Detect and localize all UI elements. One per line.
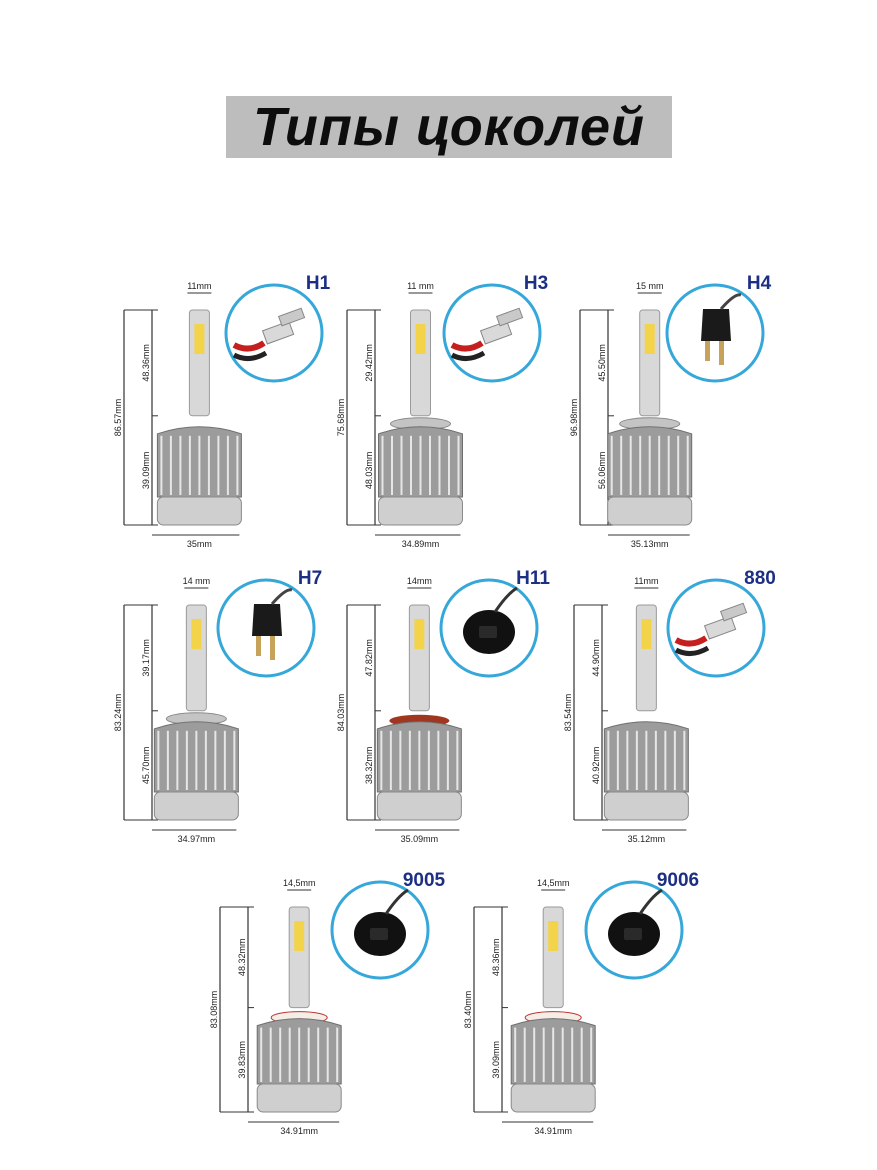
- upper-height-label: 47.82mm: [364, 639, 374, 677]
- upper-height-label: 29.42mm: [364, 344, 374, 382]
- total-height-label: 83.54mm: [563, 694, 573, 732]
- base-width-label: 34.91mm: [534, 1126, 572, 1136]
- lower-height-label: 48.03mm: [364, 452, 374, 490]
- h3-connector-icon: [450, 307, 524, 361]
- h7-plug-icon: [252, 588, 293, 660]
- base-width-label: 35.12mm: [628, 834, 666, 844]
- total-height-label: 83.40mm: [463, 991, 473, 1029]
- neck-width-label: 11mm: [634, 576, 658, 586]
- lower-height-label: 39.09mm: [141, 452, 151, 490]
- total-height-label: 96.98mm: [569, 399, 579, 437]
- upper-height-label: 44.90mm: [591, 639, 601, 677]
- bulb-type-label: H1: [306, 273, 331, 294]
- bulb-type-label: 9006: [657, 870, 699, 891]
- lower-height-label: 45.70mm: [141, 747, 151, 785]
- title-banner: Типы цоколей: [226, 96, 672, 158]
- neck-width-label: 14,5mm: [283, 878, 316, 888]
- base-width-label: 34.89mm: [402, 539, 440, 549]
- 9005-plug-icon: [354, 888, 409, 956]
- total-height-label: 84.03mm: [336, 694, 346, 732]
- total-height-label: 86.57mm: [113, 399, 123, 437]
- bulb-type-label: 9005: [403, 870, 446, 891]
- neck-width-label: 11mm: [187, 281, 211, 291]
- base-width-label: 35.09mm: [401, 834, 439, 844]
- 9006-plug-icon: [608, 888, 663, 956]
- neck-width-label: 11 mm: [407, 281, 434, 291]
- total-height-label: 83.24mm: [113, 694, 123, 732]
- lower-height-label: 40.92mm: [591, 747, 601, 785]
- base-width-label: 34.91mm: [280, 1126, 318, 1136]
- upper-height-label: 48.36mm: [491, 939, 501, 977]
- h1-connector-icon: [232, 307, 306, 361]
- bulb-figure-h4: H4 15 mm 96.98mm 45.50mm 56.06mm 35.13mm: [569, 273, 772, 549]
- base-width-label: 35.13mm: [631, 539, 669, 549]
- lower-height-label: 56.06mm: [597, 452, 607, 490]
- total-height-label: 75.68mm: [336, 399, 346, 437]
- h4-plug-icon: [701, 293, 742, 365]
- neck-width-label: 14mm: [407, 576, 432, 586]
- 880-connector-icon: [674, 602, 748, 656]
- bulb-figure-h7: H7 14 mm 83.24mm 39.17mm 45.70mm 34.97mm: [113, 568, 322, 844]
- page-title: Типы цоколей: [252, 97, 646, 157]
- bulb-type-label: H3: [524, 273, 548, 294]
- base-width-label: 35mm: [187, 539, 212, 549]
- bulb-figure-880: 880 11mm 83.54mm 44.90mm 40.92mm 35.12mm: [563, 568, 776, 844]
- upper-height-label: 48.36mm: [141, 344, 151, 382]
- neck-width-label: 14,5mm: [537, 878, 570, 888]
- base-width-label: 34.97mm: [178, 834, 216, 844]
- upper-height-label: 45.50mm: [597, 344, 607, 382]
- upper-height-label: 39.17mm: [141, 639, 151, 677]
- bulb-figure-h3: H3 11 mm 75.68mm 29.42mm 48.03mm 34.89mm: [336, 273, 548, 549]
- h11-plug-icon: [463, 586, 518, 654]
- bulb-type-label: 880: [744, 568, 776, 589]
- bulb-figure-9005: 9005 14,5mm 83.08mm 48.32mm 39.83mm 34.91mm: [209, 870, 446, 1136]
- lower-height-label: 39.83mm: [237, 1041, 247, 1079]
- neck-width-label: 14 mm: [183, 576, 211, 586]
- neck-width-label: 15 mm: [636, 281, 664, 291]
- lower-height-label: 38.32mm: [364, 747, 374, 785]
- bulb-figure-h11: H11 14mm 84.03mm 47.82mm 38.32mm 35.09mm: [336, 568, 550, 844]
- bulb-type-label: H11: [516, 568, 550, 589]
- total-height-label: 83.08mm: [209, 991, 219, 1029]
- bulb-figure-9006: 9006 14,5mm 83.40mm 48.36mm 39.09mm 34.91mm: [463, 870, 699, 1136]
- upper-height-label: 48.32mm: [237, 939, 247, 977]
- bulb-figure-h1: H1 11mm 86.57mm 48.36mm 39.09mm 35mm: [113, 273, 331, 549]
- bulb-type-label: H7: [298, 568, 322, 589]
- bulb-type-label: H4: [747, 273, 772, 294]
- lower-height-label: 39.09mm: [491, 1041, 501, 1079]
